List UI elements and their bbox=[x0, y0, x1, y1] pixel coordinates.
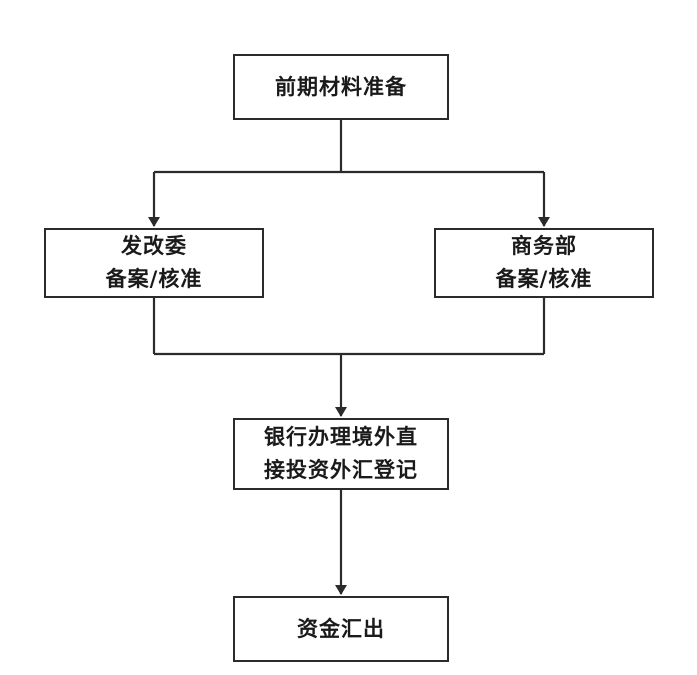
node-mofcom-line2: 备案/核准 bbox=[495, 267, 593, 291]
node-bank-line1: 银行办理境外直 bbox=[264, 425, 418, 450]
node-ndrc-line2: 备案/核准 bbox=[105, 267, 203, 291]
node-preparation-label: 前期材料准备 bbox=[275, 74, 407, 99]
node-mofcom: 商务部 备案/核准 bbox=[434, 228, 654, 298]
node-bank-registration: 银行办理境外直 接投资外汇登记 bbox=[233, 418, 449, 490]
node-ndrc: 发改委 备案/核准 bbox=[44, 228, 264, 298]
node-ndrc-line1: 发改委 bbox=[121, 234, 187, 259]
node-bank-line2: 接投资外汇登记 bbox=[264, 458, 418, 482]
node-mofcom-line1: 商务部 bbox=[511, 234, 577, 259]
node-preparation: 前期材料准备 bbox=[233, 54, 449, 120]
node-fund-outflow: 资金汇出 bbox=[233, 596, 449, 662]
node-fund-outflow-label: 资金汇出 bbox=[297, 616, 385, 641]
